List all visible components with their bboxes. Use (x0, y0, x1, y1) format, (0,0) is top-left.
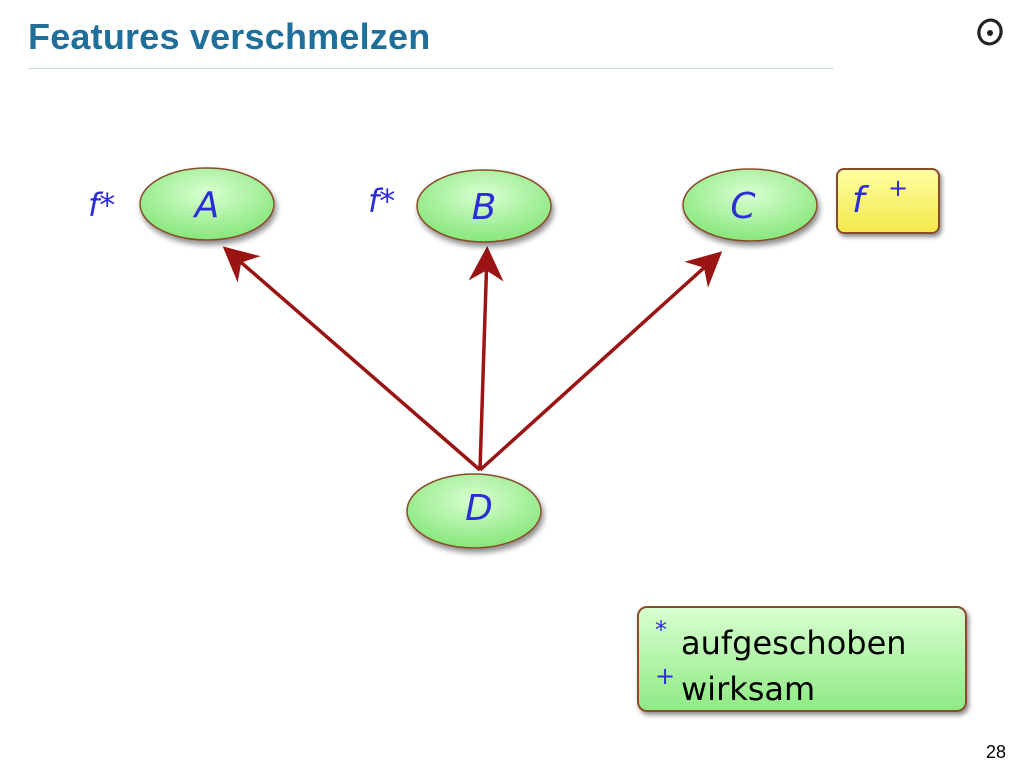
slide-title: Features verschmelzen (28, 16, 431, 57)
legend-text-effective: wirksam (681, 670, 816, 708)
feature-label-b: f* (368, 182, 395, 220)
class-node-c: C (682, 168, 818, 242)
node-label-d: D (465, 488, 493, 529)
arrow-d-to-b (468, 246, 504, 471)
eth-logo-icon (977, 18, 1003, 46)
title-divider (28, 68, 834, 69)
legend-box: * aufgeschoben + wirksam (637, 606, 967, 712)
effective-feature-name: f (852, 180, 865, 221)
effective-feature-box: f + (836, 168, 940, 234)
legend-symbol-effective: + (655, 662, 676, 690)
legend-text-deferred: aufgeschoben (681, 624, 907, 662)
arrow-d-to-c (478, 251, 723, 472)
class-node-b: B (416, 169, 552, 243)
class-node-d: D (406, 473, 542, 549)
page-number: 28 (986, 742, 1007, 762)
node-label-b: B (472, 187, 497, 228)
node-label-a: A (193, 185, 220, 226)
feature-label-a: f* (88, 186, 115, 224)
legend-symbol-deferred: * (655, 616, 667, 644)
node-label-c: C (730, 186, 756, 227)
class-node-a: A (139, 167, 275, 241)
effective-feature-mark: + (888, 174, 909, 202)
arrow-d-to-a (222, 246, 482, 472)
